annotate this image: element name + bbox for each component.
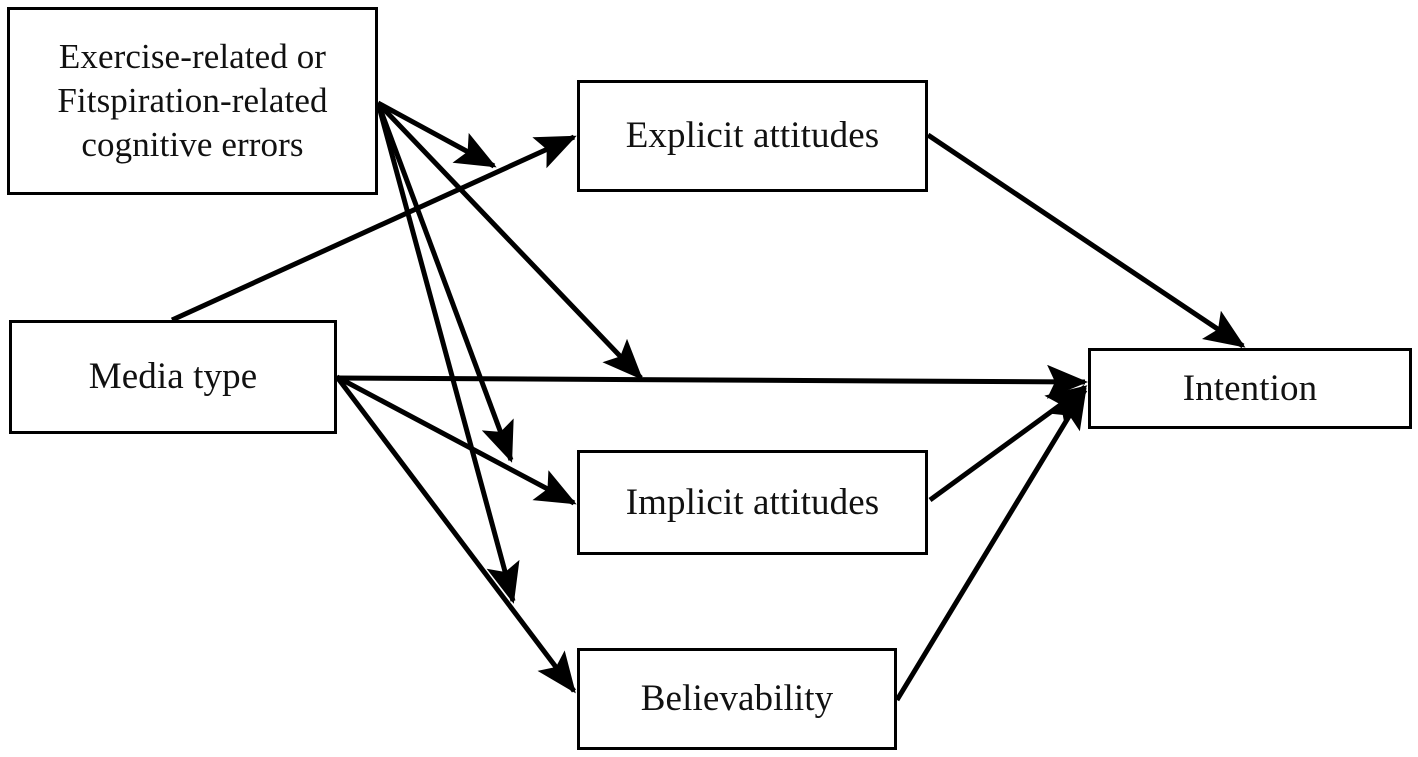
node-implicit-attitudes-label: Implicit attitudes <box>625 481 880 523</box>
edge-media-type-to-intention <box>336 364 1088 399</box>
node-cognitive-errors-label: Exercise-related or Fitspiration-related… <box>57 36 328 165</box>
edge-media-type-to-implicit-attitudes <box>335 374 577 506</box>
edge-cognitive-errors-to-believability <box>375 102 520 604</box>
edge-cognitive-errors-to-implicit-attitudes <box>375 102 514 463</box>
edge-media-type-to-explicit-attitudes <box>170 134 577 323</box>
edge-media-type-to-believability <box>335 375 576 694</box>
node-explicit-attitudes-label: Explicit attitudes <box>625 115 880 157</box>
edge-believability-to-intention <box>894 387 1088 702</box>
node-cognitive-errors: Exercise-related or Fitspiration-related… <box>7 7 378 195</box>
node-believability: Believability <box>577 648 897 750</box>
edge-cognitive-errors-to-intention <box>376 101 644 381</box>
node-intention-label: Intention <box>1182 367 1318 409</box>
node-media-type: Media type <box>9 320 337 434</box>
node-believability-label: Believability <box>640 678 834 720</box>
edge-cognitive-errors-to-explicit-attitudes <box>376 100 497 169</box>
node-implicit-attitudes: Implicit attitudes <box>577 450 928 555</box>
node-media-type-label: Media type <box>88 356 258 398</box>
edge-implicit-attitudes-to-intention <box>928 384 1088 503</box>
node-explicit-attitudes: Explicit attitudes <box>577 80 928 192</box>
edge-explicit-attitudes-to-intention <box>926 132 1246 349</box>
node-intention: Intention <box>1088 348 1412 429</box>
